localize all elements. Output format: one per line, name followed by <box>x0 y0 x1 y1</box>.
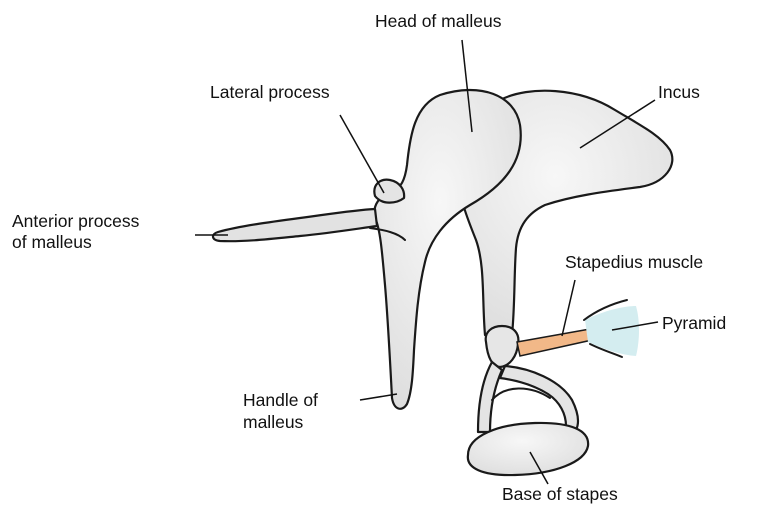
lateral-process-leader <box>340 115 384 193</box>
stapedius-muscle-shape <box>517 329 592 356</box>
label-lateral-process: Lateral process <box>210 82 330 102</box>
stapes-anterior-crus <box>478 362 502 432</box>
stapes-posterior-crus <box>500 366 578 430</box>
label-pyramid: Pyramid <box>662 313 726 333</box>
label-handle-line1: Handle of <box>243 390 318 410</box>
label-incus: Incus <box>658 82 700 102</box>
label-anterior-process-line2: of malleus <box>12 232 92 252</box>
label-base-of-stapes: Base of stapes <box>502 484 618 504</box>
anterior-process-shape <box>213 209 377 241</box>
stapedius-muscle-leader <box>562 280 575 336</box>
label-stapedius-muscle: Stapedius muscle <box>565 252 703 272</box>
label-handle-line2: malleus <box>243 412 304 432</box>
stapes-head-shape <box>486 326 519 367</box>
label-head-of-malleus: Head of malleus <box>375 11 502 31</box>
label-anterior-process-line1: Anterior process <box>12 211 140 231</box>
